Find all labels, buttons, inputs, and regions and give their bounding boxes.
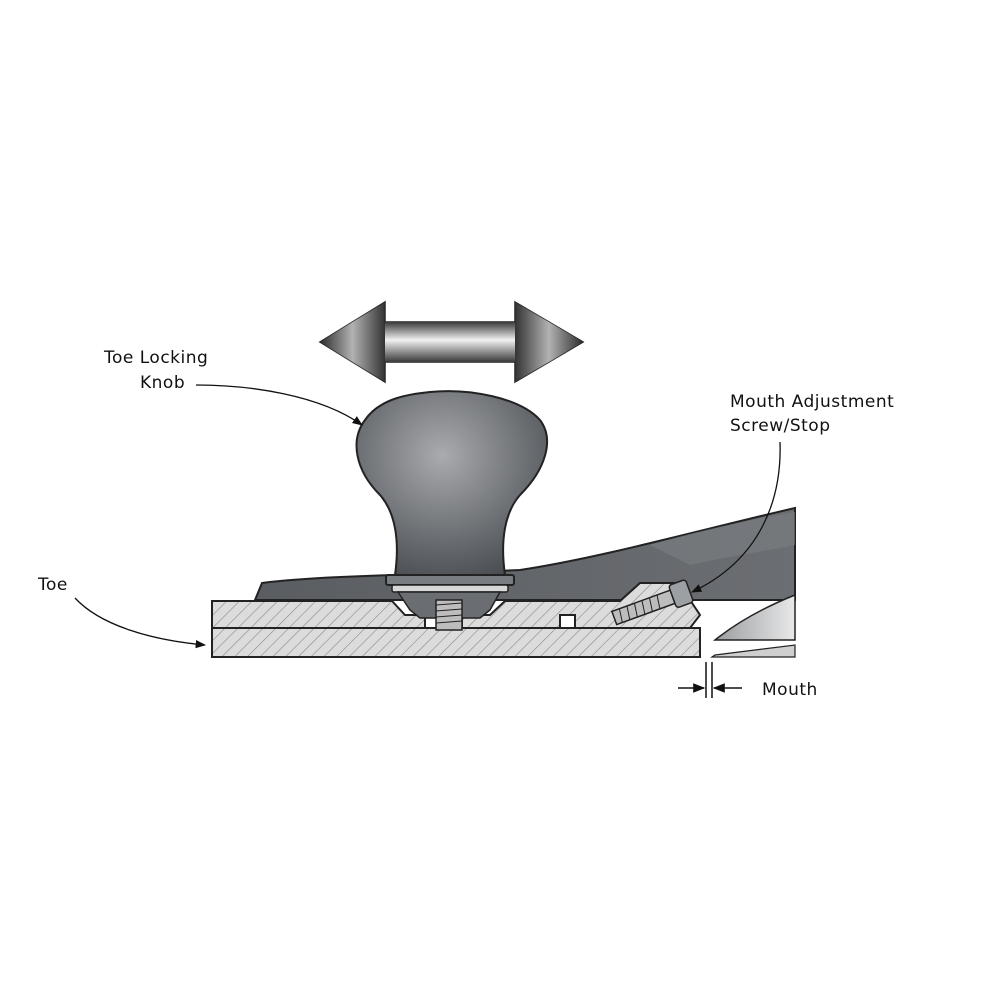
plane-body-casting: [253, 506, 796, 601]
mouth-gap-indicator: [678, 662, 742, 698]
leader-mouth-adjustment: [691, 441, 781, 593]
plane-blade: [710, 593, 796, 658]
leader-toe-locking-knob: [195, 384, 363, 426]
label-mouth: Mouth: [762, 680, 818, 700]
label-toe-locking-knob-line2: Knob: [140, 373, 185, 393]
mouth-adjustment-screw: [610, 579, 694, 626]
double-arrow-icon: [318, 300, 585, 384]
knob-threaded-stud: [435, 599, 463, 631]
label-toe: Toe: [37, 575, 68, 595]
label-toe-locking-knob-line1: Toe Locking: [103, 348, 208, 368]
sole-section: [211, 627, 701, 658]
label-mouth-adjustment-line1: Mouth Adjustment: [730, 392, 894, 412]
label-mouth-adjustment-line2: Screw/Stop: [730, 416, 831, 436]
leader-toe: [74, 597, 207, 649]
